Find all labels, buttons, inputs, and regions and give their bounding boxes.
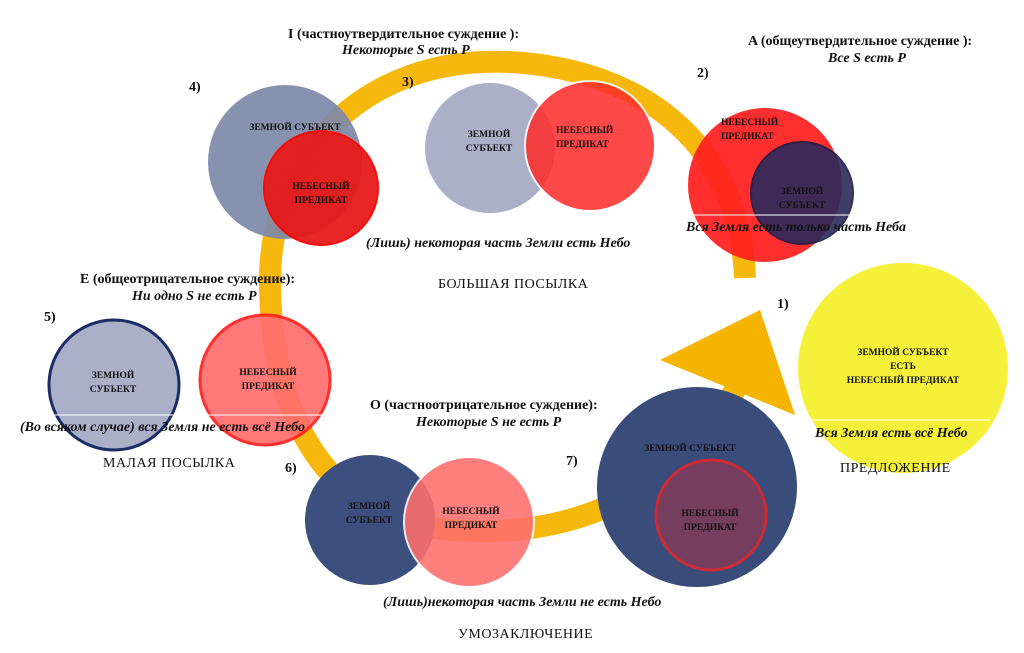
circle-a-subject <box>750 141 854 245</box>
circle-4-predicate <box>263 130 379 246</box>
circle-e-predicate <box>198 313 332 447</box>
label-i-subject: ЗЕМНОЙ СУБЪЕКТ <box>465 130 513 154</box>
cycle-arrow-path <box>258 50 756 543</box>
label-e-subject: ЗЕМНОЙ СУБЪЕКТ <box>89 371 137 395</box>
label-a-predicate: НЕБЕСНЫЙ ПРЕДИКАТ <box>721 118 779 142</box>
label-o-subject: ЗЕМНОЙ СУБЪЕКТ <box>345 502 393 526</box>
label-e-predicate: НЕБЕСНЫЙ ПРЕДИКАТ <box>239 368 297 392</box>
judgment-a-title: A (общеутвердительное суждение ): <box>748 34 973 49</box>
label-7-subject: ЗЕМНОЙ СУБЪЕКТ <box>644 444 736 454</box>
circle-i-subject <box>425 83 555 213</box>
statement-2: Вся Земля есть только часть Неба <box>686 220 907 235</box>
circle-e-subject <box>47 318 181 452</box>
number-7: 7) <box>566 454 578 469</box>
number-5: 5) <box>44 310 56 325</box>
label-a-subject: ЗЕМНОЙ СУБЪЕКТ <box>778 187 826 211</box>
label-4-predicate: НЕБЕСНЫЙ ПРЕДИКАТ <box>292 182 350 206</box>
judgment-e-formula: Ни одно S не есть P <box>132 289 257 304</box>
caption-proposition: ПРЕДЛОЖЕНИЕ <box>840 461 951 476</box>
number-2: 2) <box>697 66 709 81</box>
number-6: 6) <box>285 461 297 476</box>
label-4-subject: ЗЕМНОЙ СУБЪЕКТ <box>249 123 341 133</box>
label-i-predicate: НЕБЕСНЫЙ ПРЕДИКАТ <box>556 126 614 150</box>
circle-o-subject <box>305 455 435 585</box>
judgment-o-formula: Некоторые S не есть P <box>416 415 562 430</box>
statement-1: Вся Земля есть всё Небо <box>815 426 968 441</box>
judgment-i-formula: Некоторые S есть P <box>342 43 470 58</box>
label-7-predicate: НЕБЕСНЫЙ ПРЕДИКАТ <box>681 509 739 533</box>
number-1: 1) <box>777 297 789 312</box>
statement-5: (Во всяком случае) вся Земля не есть всё… <box>20 420 305 435</box>
circle-o-predicate <box>403 456 535 588</box>
judgment-o-title: O (частноотрицательное суждение): <box>370 398 598 413</box>
statement-3: (Лишь) некоторая часть Земли есть Небо <box>366 236 631 251</box>
circle-i-predicate <box>524 80 656 212</box>
label-identity: ЗЕМНОЙ СУБЪЕКТ ЕСТЬ НЕБЕСНЫЙ ПРЕДИКАТ <box>846 348 960 386</box>
judgment-a-formula: Все S есть P <box>828 51 906 66</box>
caption-conclusion: УМОЗАКЛЮЧЕНИЕ <box>458 627 594 642</box>
circle-7-predicate <box>654 458 768 572</box>
number-3: 3) <box>402 75 414 90</box>
caption-major-premise: БОЛЬШАЯ ПОСЫЛКА <box>438 277 589 292</box>
caption-minor-premise: МАЛАЯ ПОСЫЛКА <box>103 456 236 471</box>
statement-6: (Лишь)некоторая часть Земли не есть Небо <box>383 595 662 610</box>
number-4: 4) <box>189 80 201 95</box>
label-o-predicate: НЕБЕСНЫЙ ПРЕДИКАТ <box>442 507 500 531</box>
judgment-i-title: I (частноутвердительное суждение ): <box>288 27 520 42</box>
judgment-e-title: E (общеотрицательное суждение): <box>80 272 296 287</box>
arrow-head-icon <box>660 310 795 415</box>
